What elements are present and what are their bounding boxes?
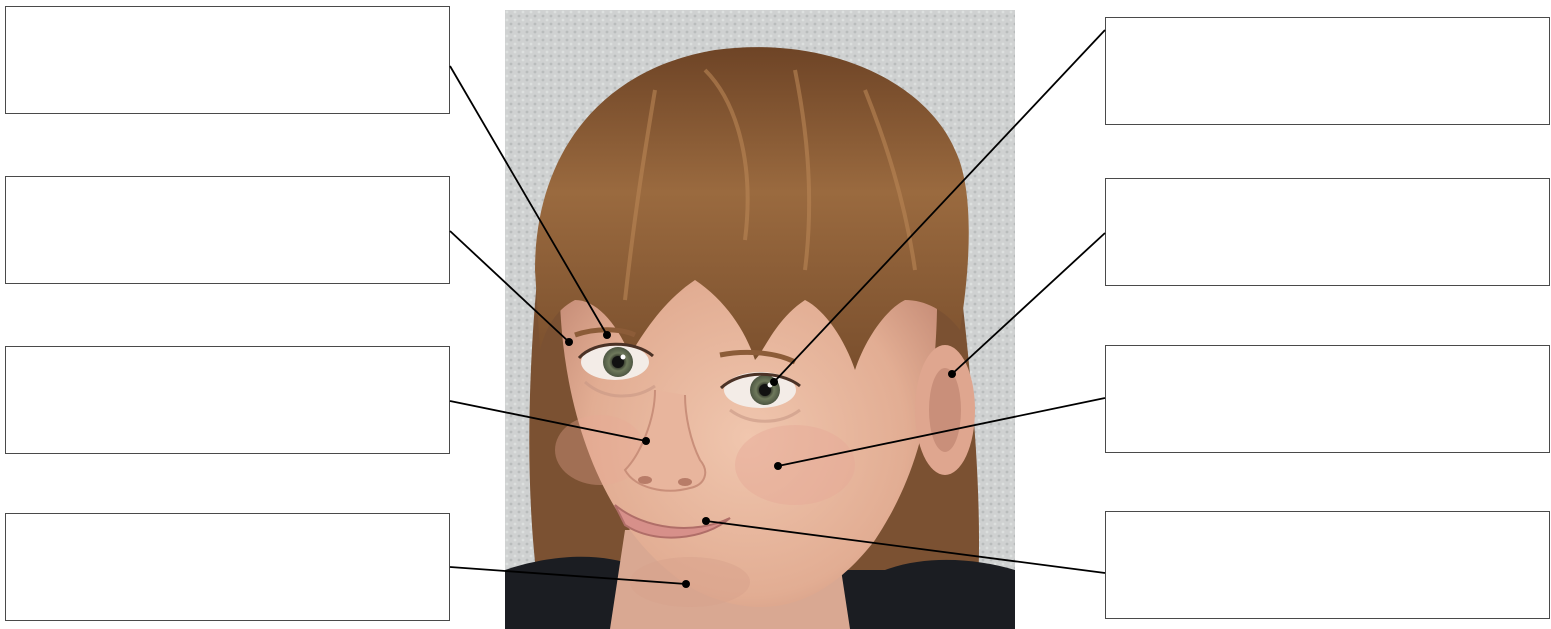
label-text-chin: [6, 514, 449, 534]
label-box-eye[interactable]: [1105, 17, 1550, 125]
label-box-eyelashes[interactable]: [5, 176, 450, 284]
chin-shading: [630, 557, 750, 607]
label-box-ear[interactable]: [1105, 178, 1550, 286]
label-text-nose: [6, 347, 449, 367]
label-box-chin[interactable]: [5, 513, 450, 621]
ear-inner: [929, 368, 961, 452]
label-box-mouth[interactable]: [1105, 511, 1550, 619]
label-box-eyebrow[interactable]: [5, 6, 450, 114]
right-nostril: [678, 478, 692, 486]
label-text-eyebrow: [6, 7, 449, 27]
left-eye-highlight: [621, 355, 626, 360]
label-text-ear: [1106, 179, 1549, 199]
label-box-cheek[interactable]: [1105, 345, 1550, 453]
label-text-cheek: [1106, 346, 1549, 366]
face-photo: [505, 10, 1015, 629]
right-eye-highlight: [768, 383, 773, 388]
label-box-nose[interactable]: [5, 346, 450, 454]
label-text-mouth: [1106, 512, 1549, 532]
left-nostril: [638, 476, 652, 484]
label-text-eyelashes: [6, 177, 449, 197]
cheek-blush: [735, 425, 855, 505]
label-text-eye: [1106, 18, 1549, 38]
